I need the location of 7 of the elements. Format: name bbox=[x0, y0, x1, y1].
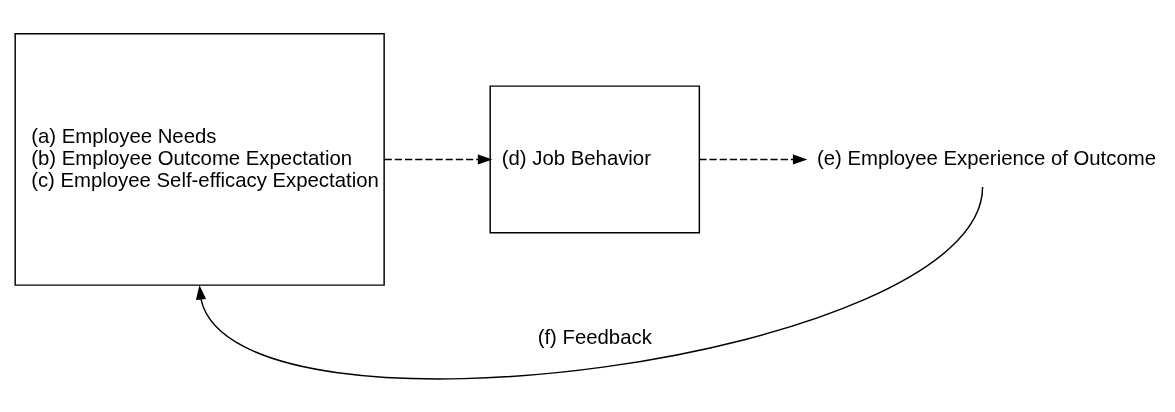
arrow bbox=[195, 185, 984, 379]
edge-label: (f) Feedback bbox=[537, 325, 652, 348]
node-box: (d) Job Behavior bbox=[489, 84, 701, 234]
arrow bbox=[698, 153, 808, 165]
node-box: (a) Employee Needs (b) Employee Outcome Expectation (c) Employee Self-efficacy Expectation bbox=[14, 32, 385, 286]
node-text: (e) Employee Experience of Outcome bbox=[817, 146, 1156, 169]
arrow bbox=[383, 153, 493, 165]
